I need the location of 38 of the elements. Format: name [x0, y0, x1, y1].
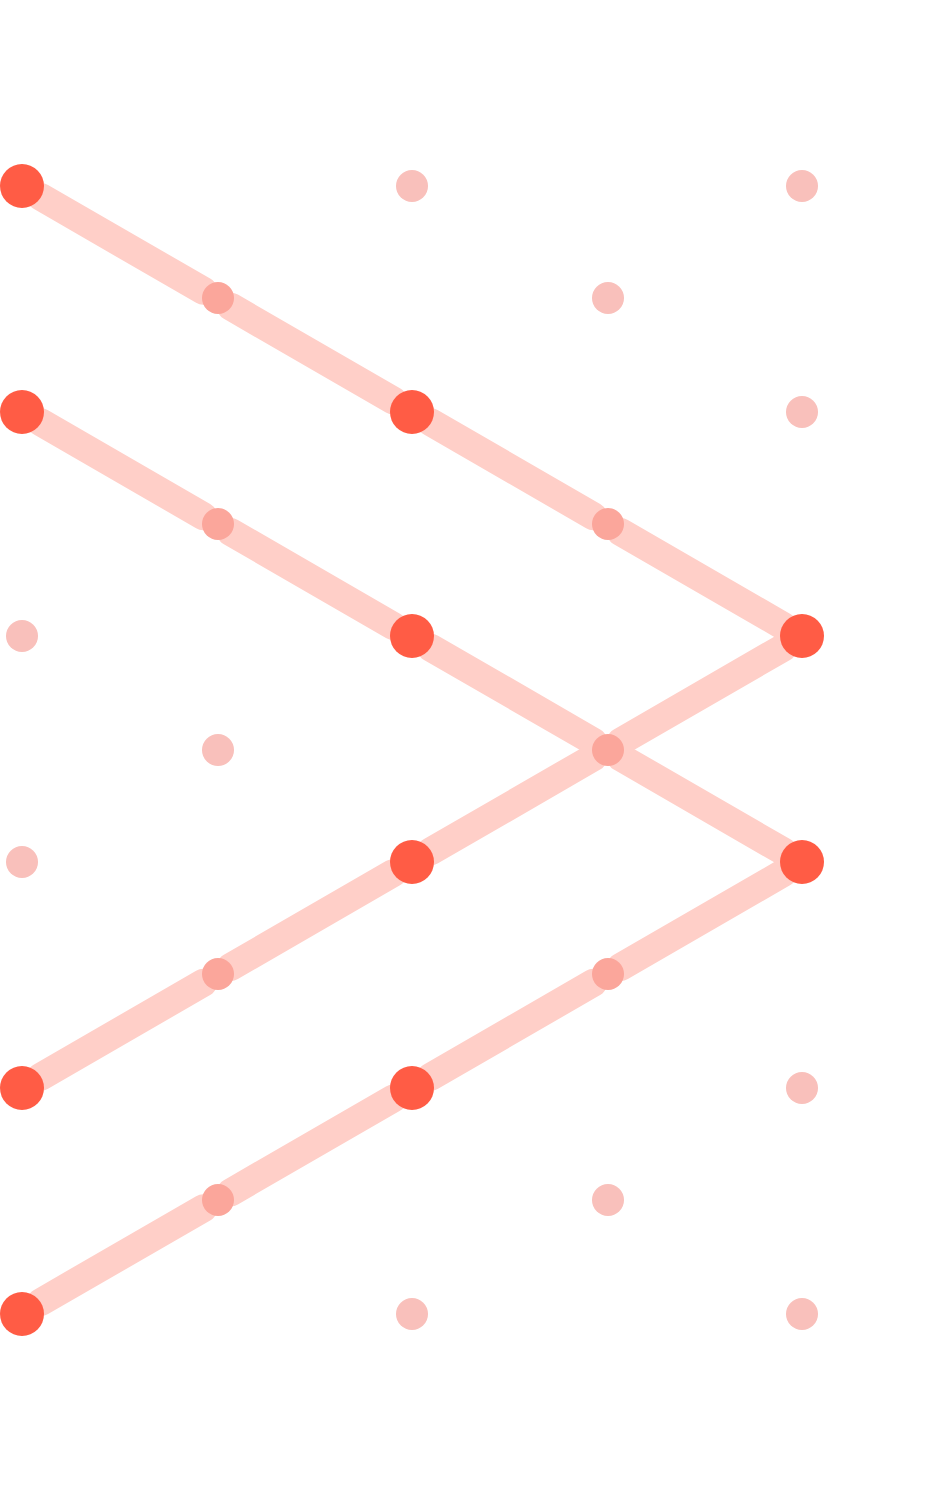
large-dot: [0, 164, 44, 208]
large-dot: [780, 614, 824, 659]
connector-line: [216, 292, 407, 415]
small-dot: [591, 958, 623, 991]
connector-line: [216, 1084, 407, 1207]
small-dot: [201, 733, 233, 766]
connector-line: [417, 408, 608, 531]
connector-line: [606, 859, 797, 981]
small-dot: [591, 282, 623, 315]
small-dot: [201, 1184, 233, 1217]
connector-line: [216, 518, 407, 640]
small-dot: [396, 1297, 428, 1329]
connector-line: [27, 183, 218, 305]
connector-line: [216, 859, 407, 981]
small-dot: [396, 170, 428, 202]
small-dot: [591, 1184, 623, 1217]
connector-line: [27, 1194, 218, 1316]
large-dot: [390, 614, 434, 659]
large-dot: [390, 1065, 434, 1110]
connector-line: [27, 408, 218, 531]
connector-line: [417, 743, 608, 866]
small-dot: [786, 170, 818, 202]
large-dot: [0, 1065, 44, 1110]
small-dot: [6, 620, 38, 653]
large-dot: [0, 1291, 44, 1335]
small-dot: [786, 1297, 818, 1329]
small-dot: [786, 395, 818, 428]
connector-line: [417, 968, 608, 1091]
connector-line: [606, 633, 797, 756]
large-dot: [390, 389, 434, 434]
small-dot: [201, 958, 233, 991]
connector-line: [27, 968, 218, 1091]
large-dot: [390, 840, 434, 885]
small-dot: [786, 1071, 818, 1104]
large-dot: [780, 840, 824, 885]
connector-line: [606, 518, 797, 640]
large-dot: [0, 389, 44, 434]
small-dot: [6, 846, 38, 879]
